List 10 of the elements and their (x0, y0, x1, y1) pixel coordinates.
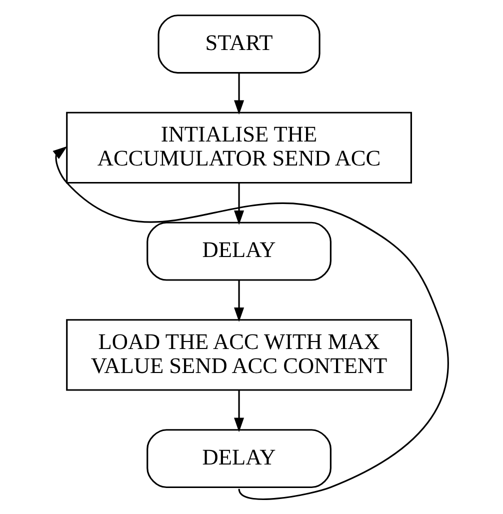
arrow (52, 146, 448, 500)
arrow (234, 182, 244, 224)
arrow (234, 72, 244, 114)
node-box: START (157, 14, 320, 74)
node-box: LOAD THE ACC WITH MAX VALUE SEND ACC CONTENT (66, 318, 412, 390)
arrow (234, 390, 244, 432)
node-box: INTIALISE THE ACCUMULATOR SEND ACC (66, 111, 412, 184)
node-box: DELAY (146, 428, 331, 488)
node-box: DELAY (146, 221, 331, 280)
arrow (234, 280, 244, 322)
